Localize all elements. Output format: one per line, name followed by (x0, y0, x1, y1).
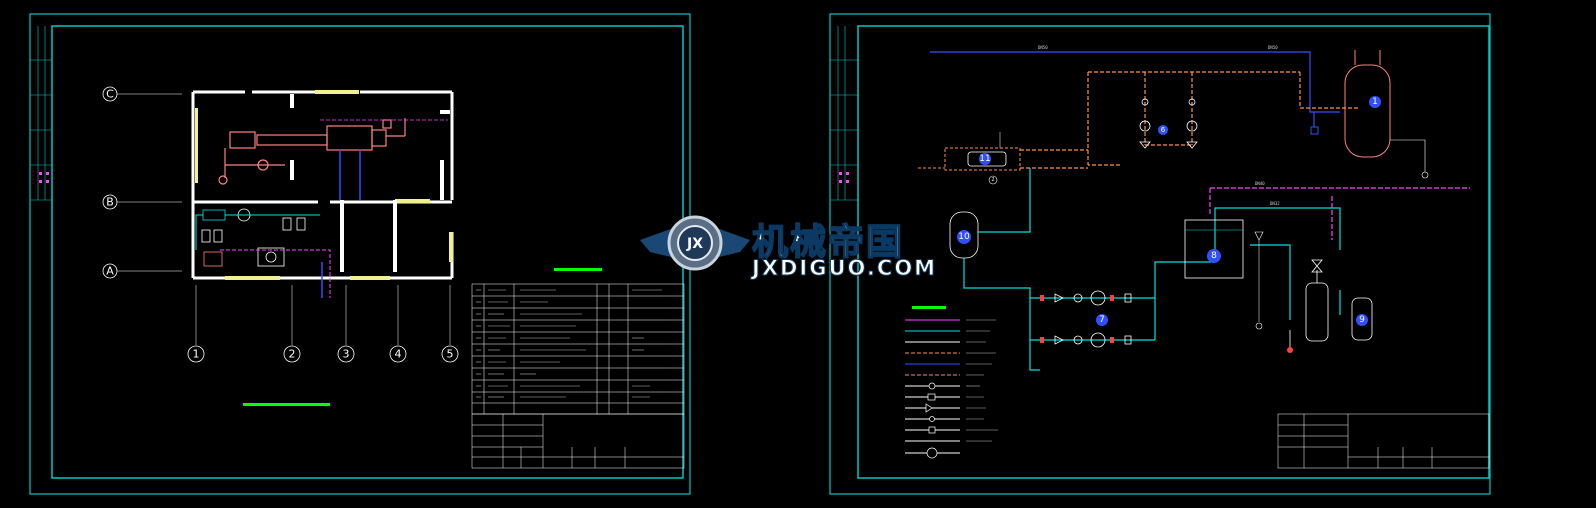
grid-row-label-a: A (106, 265, 114, 278)
equipment-schedule-table (471, 283, 685, 415)
watermark-chinese: 机械帝国 (752, 222, 904, 263)
drain-red-dot (1287, 347, 1293, 353)
right-binding-strip (830, 26, 858, 201)
grid-row-label-b: B (106, 196, 114, 209)
equipment-1-label: 1 (1372, 97, 1378, 107)
equipment-1-badge (1369, 96, 1381, 108)
grid-row-bubbles: C B A (102, 86, 182, 279)
right-title-block (1277, 413, 1490, 469)
watermark-logo-letters: JX (686, 236, 703, 252)
pump-group-7 (1054, 290, 1132, 348)
vessel-gauge (1421, 171, 1429, 179)
left-scale-bar-top (554, 268, 602, 271)
right-binding-marks (839, 172, 849, 183)
pipe-label-mid-2: DN32 (1270, 201, 1280, 206)
heat-exchanger-box (944, 147, 1021, 171)
pump-group-7-red-valves (1040, 295, 1114, 343)
equipment-schedule-scribbles (476, 289, 662, 398)
equipment-7-label: 7 (1099, 315, 1105, 325)
filter-vessels-8 (1289, 259, 1373, 348)
vessel-outlet (1390, 139, 1426, 172)
left-binding-strip (30, 26, 52, 201)
water-tank-9: 8 (1184, 219, 1264, 330)
pressure-vessel (1344, 50, 1391, 158)
cyan-circulation-network (963, 168, 1341, 371)
equipment-6-label: 6 (1161, 126, 1166, 134)
equipment-11-label: 11 (979, 154, 990, 164)
grid-col-label-2: 2 (289, 348, 296, 361)
left-scale-bar-bottom (243, 403, 330, 406)
watermark: JX 机械帝国 JXDIGUO.COM (640, 215, 937, 281)
left-title-block (471, 413, 685, 469)
right-scale-bar (912, 306, 946, 309)
grid-col-label-1: 1 (193, 348, 200, 361)
grid-row-label-c: C (106, 88, 114, 101)
floor-plan-columns (290, 94, 450, 272)
equipment-10-label: 10 (958, 232, 970, 242)
equipment-2-label: 2 (991, 177, 994, 183)
equipment-8-badge (1356, 314, 1368, 326)
grid-col-label-5: 5 (447, 348, 454, 361)
right-sheet-inner-frame (857, 25, 1490, 479)
equipment-8-label: 9 (1359, 315, 1365, 325)
pipe-label-mid-1: DN40 (1255, 181, 1265, 186)
upper-room-blue-pipe (339, 150, 361, 200)
pipe-legend-symbols (925, 382, 938, 459)
right-sheet: DN50 DN50 11 2 (829, 13, 1491, 495)
equipment-6-badge (1158, 125, 1168, 135)
pump-group-6 (1139, 98, 1198, 149)
left-binding-marks (39, 172, 49, 183)
equipment-7-badge (1096, 314, 1108, 326)
blue-supply-line (930, 51, 1340, 113)
pipe-label-top-1: DN50 (1038, 45, 1048, 50)
watermark-english: JXDIGUO.COM (750, 256, 937, 280)
grid-col-label-4: 4 (395, 348, 402, 361)
lower-room-magenta-pipe (220, 249, 331, 298)
pipe-label-top-2: DN50 (1268, 45, 1278, 50)
orange-return-network (1020, 71, 1360, 169)
pipe-legend-text (966, 319, 998, 442)
watermark-logo: JX (640, 215, 750, 271)
equipment-9-label: 8 (1211, 251, 1217, 261)
floor-plan-windows (195, 90, 453, 280)
heat-exchanger: 11 2 (967, 151, 1007, 185)
grid-col-bubbles: 1 2 3 4 5 (187, 285, 459, 363)
lower-room-cyan-pipe (195, 214, 320, 250)
grid-col-label-3: 3 (343, 348, 350, 361)
left-sheet: C B A 1 2 3 4 5 (29, 13, 691, 495)
right-sheet-outer-frame (829, 13, 1491, 495)
